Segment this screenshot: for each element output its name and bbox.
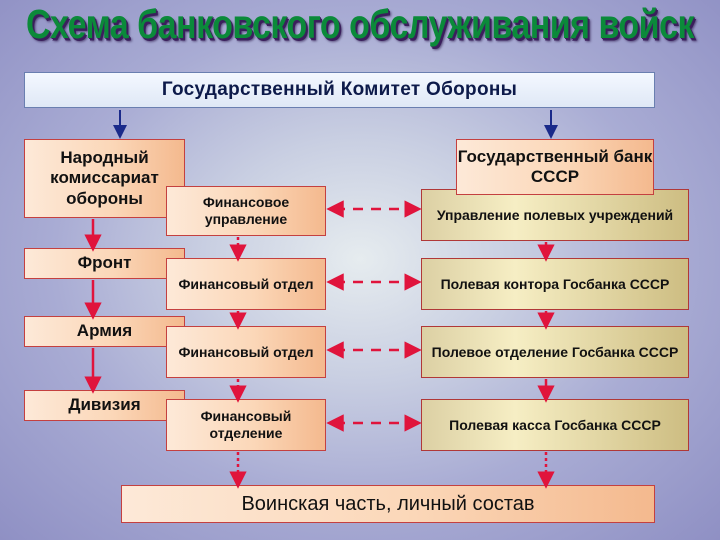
finance-section-division-box: Финансовый отделение bbox=[166, 399, 326, 451]
finance-directorate-box: Финансовое управление bbox=[166, 186, 326, 236]
military-unit-personnel-box: Воинская часть, личный состав bbox=[121, 485, 655, 523]
slide-title: Схема банковского обслуживания войск bbox=[26, 2, 695, 48]
field-branch-gosbank-box: Полевое отделение Госбанка СССР bbox=[421, 326, 689, 378]
field-cash-office-gosbank-box: Полевая касса Госбанка СССР bbox=[421, 399, 689, 451]
field-office-gosbank-box: Полевая контора Госбанка СССР bbox=[421, 258, 689, 310]
division-box: Дивизия bbox=[24, 390, 185, 421]
state-bank-box: Государственный банк СССР bbox=[456, 139, 654, 195]
field-institutions-directorate-box: Управление полевых учреждений bbox=[421, 189, 689, 241]
army-box: Армия bbox=[24, 316, 185, 347]
state-defense-committee-box: Государственный Комитет Обороны bbox=[24, 72, 655, 108]
finance-department-army-box: Финансовый отдел bbox=[166, 326, 326, 378]
front-box: Фронт bbox=[24, 248, 185, 279]
commissariat-box: Народный комиссариат обороны bbox=[24, 139, 185, 218]
finance-department-front-box: Финансовый отдел bbox=[166, 258, 326, 310]
